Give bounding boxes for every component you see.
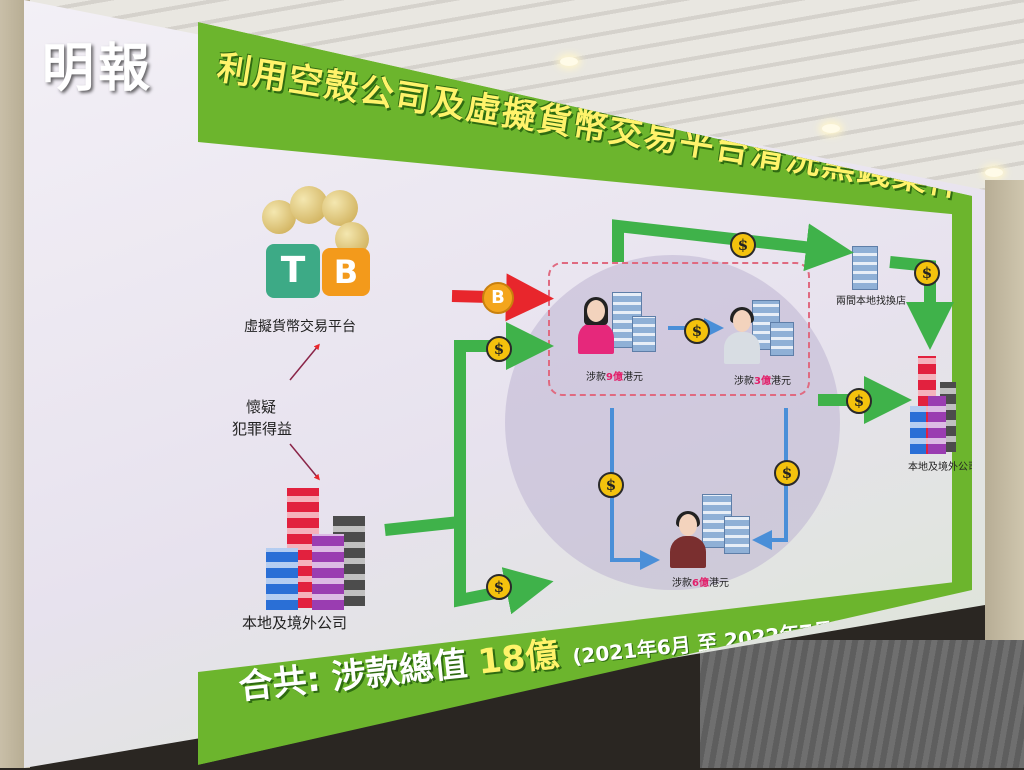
person1-amount-label: 涉款9億港元 [586, 372, 643, 383]
person3-amount-label: 涉款6億港元 [672, 578, 729, 589]
platform-label: 虛擬貨幣交易平台 [244, 319, 356, 335]
blue-arrow-down-right [752, 408, 788, 550]
suspicion-label-line1: 懷疑 [246, 398, 277, 416]
green-arrow-trunk [384, 322, 554, 536]
total-amount: 18億 [476, 634, 562, 683]
ceiling-light [985, 168, 1003, 177]
gold-coin [322, 190, 358, 226]
bitcoin-coin-icon: B [482, 282, 514, 314]
newspaper-watermark: 明報 [42, 38, 155, 99]
dollar-coin-icon: $ [598, 472, 624, 498]
green-arrow-top [612, 219, 854, 272]
dollar-coin-icon: $ [774, 460, 800, 486]
dollar-coin-icon: $ [684, 318, 710, 344]
exchange-shop-label: 兩間本地找換店 [836, 296, 906, 307]
dollar-coin-icon: $ [914, 260, 940, 286]
dollar-coin-icon: $ [846, 388, 872, 414]
person-icon [724, 307, 760, 364]
tether-icon: T [266, 244, 320, 298]
company-tower [312, 534, 344, 610]
person2-amount-label: 涉款3億港元 [734, 376, 791, 387]
dollar-coin-icon: $ [486, 336, 512, 362]
office-building [632, 316, 656, 352]
company-label: 本地及境外公司 [242, 614, 348, 632]
person-icon [670, 511, 706, 568]
pointer-to-company [289, 443, 320, 481]
company-tower [910, 406, 926, 454]
ceiling-light [560, 57, 578, 66]
exchange-shop-building [852, 246, 878, 290]
dollar-coin-icon: $ [486, 574, 512, 600]
office-building [724, 516, 750, 554]
floor [700, 640, 1024, 768]
right-band [952, 190, 972, 590]
company-tower [266, 548, 298, 610]
company-tower [928, 396, 946, 454]
blue-arrow-down-left [610, 408, 660, 570]
office-building [770, 322, 794, 356]
gold-coin [290, 186, 328, 224]
person-icon [578, 297, 614, 354]
suspicion-label-line2: 犯罪得益 [232, 420, 293, 438]
ceiling-light [822, 124, 840, 133]
dollar-coin-icon: $ [730, 232, 756, 258]
right-company-label: 本地及境外公司 [908, 462, 978, 473]
pointer-to-platform [289, 343, 320, 381]
bitcoin-icon: B [322, 248, 370, 296]
